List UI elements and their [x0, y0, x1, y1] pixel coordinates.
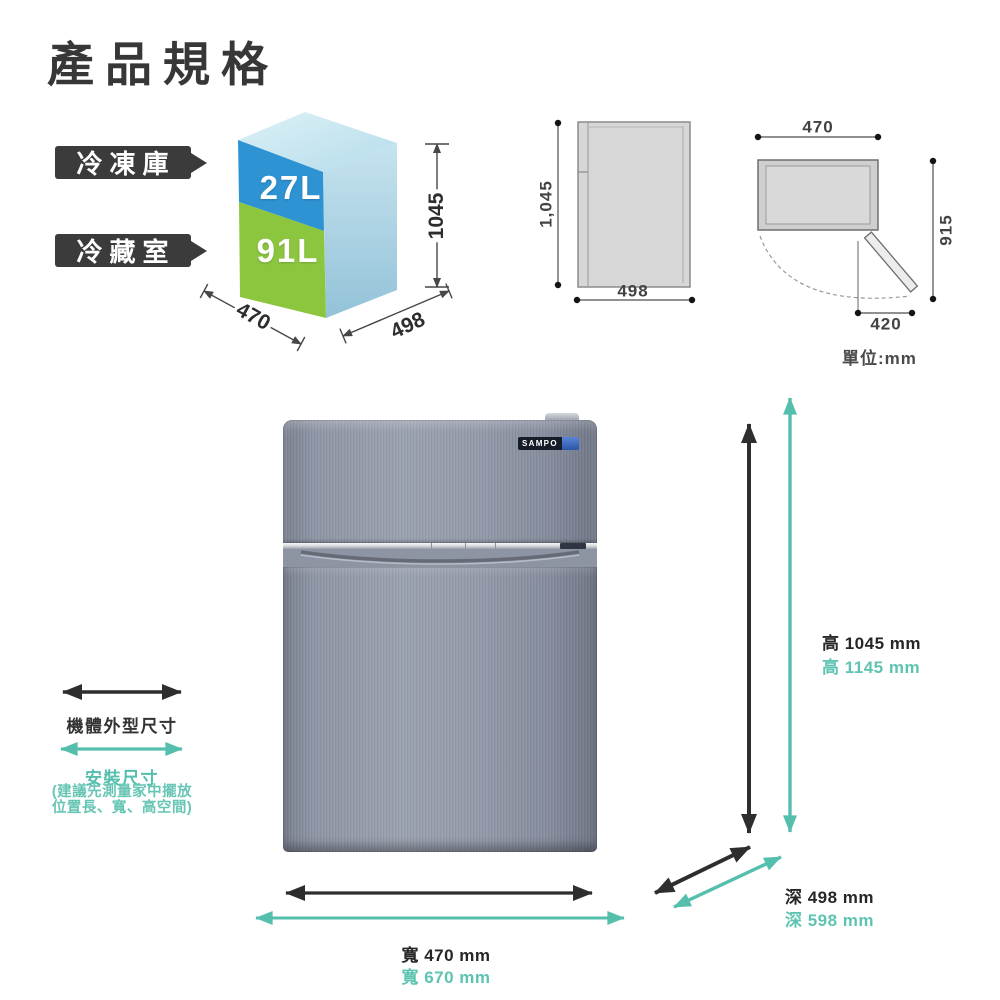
legend-install-label: 安裝尺寸: [85, 769, 159, 788]
width-install-measure: 寬 670 mm: [401, 968, 491, 987]
fridge-photo: SAMPO: [283, 413, 597, 852]
capacity-3d-box: [238, 112, 397, 318]
fridge-hinge: [545, 413, 579, 423]
height-body-measure: 高 1045 mm: [822, 634, 921, 653]
handle-groove-curve: [300, 550, 580, 565]
brand-logo-blue-badge: [561, 437, 579, 450]
fridge-label: 冷藏室: [55, 234, 191, 267]
freezer-callout: 冷凍庫: [55, 146, 207, 179]
brand-logo: SAMPO: [518, 437, 579, 450]
top-view-door-open-dim: 420: [870, 314, 902, 334]
trim-separator: [465, 543, 466, 549]
top-view-clearance-dim: 915: [936, 214, 956, 246]
unit-note: 單位:mm: [842, 349, 917, 368]
door-handle-recess: [283, 549, 597, 567]
legend-install-note-2: 位置長、寬、高空間): [51, 800, 193, 816]
trim-separator: [495, 543, 496, 549]
legend-arrows: [60, 684, 183, 756]
door-divider-trim: [283, 543, 597, 549]
trim-dark-segment: [560, 543, 586, 549]
top-view: [754, 133, 937, 317]
trim-separator: [431, 543, 432, 549]
side-view-height-dim: 1,045: [536, 180, 556, 228]
width-body-measure: 寬 470 mm: [401, 946, 491, 965]
side-view: [554, 119, 696, 304]
install-dimension-arrows: [255, 397, 797, 925]
depth-body-measure: 深 498 mm: [785, 888, 875, 907]
page-title: 產品規格: [47, 38, 279, 91]
freezer-callout-pointer-icon: [191, 152, 207, 173]
brand-logo-text: SAMPO: [518, 437, 562, 450]
fridge-volume: 91L: [256, 232, 320, 269]
top-view-width-dim: 470: [802, 117, 834, 137]
legend-install-note-1: (建議先測量家中擺放: [51, 784, 193, 800]
freezer-label: 冷凍庫: [55, 146, 191, 179]
legend-body-label: 機體外型尺寸: [66, 717, 178, 736]
depth-install-measure: 深 598 mm: [785, 911, 875, 930]
refrigerator-door: [283, 567, 597, 852]
height-install-measure: 高 1145 mm: [822, 658, 921, 677]
freezer-volume: 27L: [259, 169, 323, 206]
box-height-dim: 1045: [425, 189, 449, 243]
fridge-callout-pointer-icon: [191, 240, 207, 261]
side-view-depth-dim: 498: [617, 281, 649, 301]
fridge-callout: 冷藏室: [55, 234, 207, 267]
